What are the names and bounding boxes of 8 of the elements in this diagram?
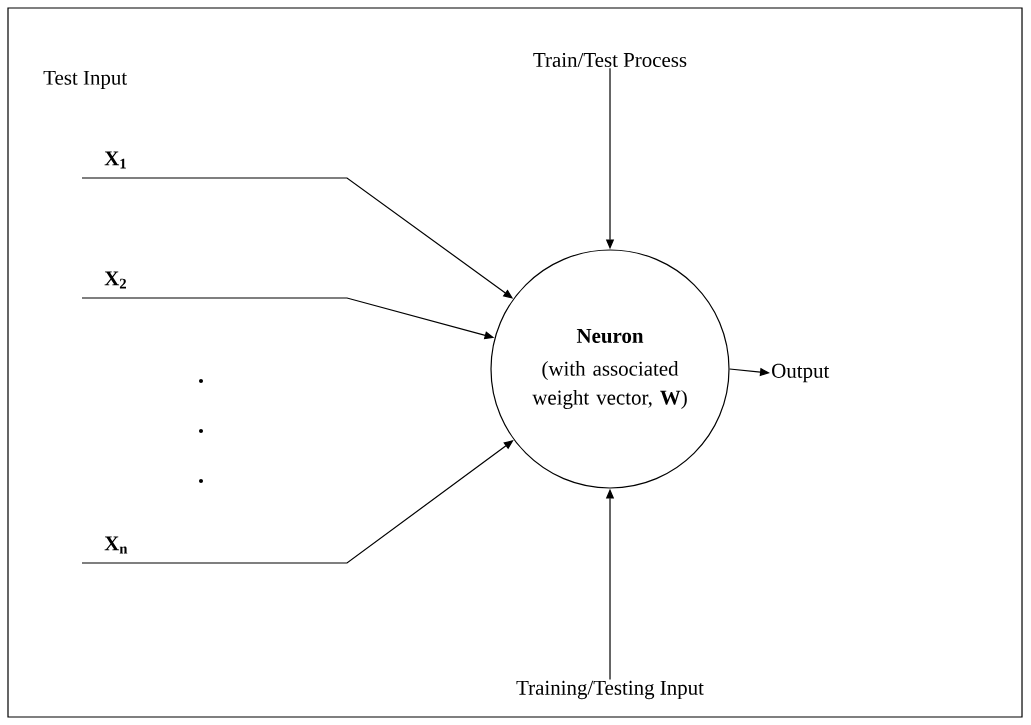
section-label: Test Input — [43, 70, 128, 90]
arrow — [81, 440, 514, 564]
text-label: Output — [772, 363, 830, 383]
text-label: Training/Testing Input — [516, 680, 704, 700]
input-label: X$_{1}$ — [104, 151, 126, 169]
input-label: X$_{n}$ — [104, 536, 128, 554]
text-label: Train/Test Process — [533, 52, 687, 67]
input-label: X$_{2}$ — [104, 271, 126, 289]
